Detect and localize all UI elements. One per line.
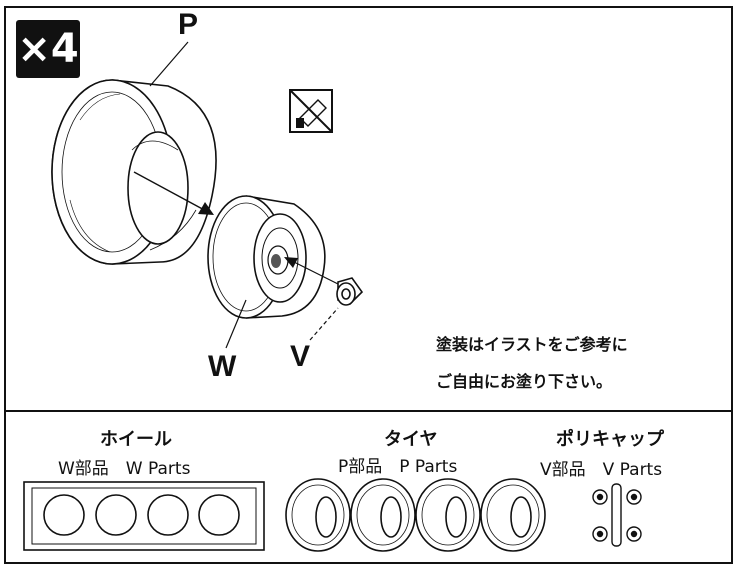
wheel-part [198, 494, 240, 536]
quantity-badge: ×4 [16, 20, 80, 78]
arrow-tire-to-wheel [133, 171, 209, 213]
wheel-drawing [207, 195, 326, 319]
polycap-parts-title: ポリキャップ [556, 429, 664, 450]
tire-parts-group [285, 478, 546, 552]
section-divider [4, 410, 733, 412]
wheel-parts-runner [23, 481, 265, 551]
wheel-parts-title: ホイール [100, 429, 172, 450]
outer-frame [4, 6, 733, 564]
wheel-parts-subtitle: W部品 W Parts [58, 459, 191, 479]
tire-drawing [51, 79, 217, 265]
tire-part [480, 478, 546, 552]
polycap-drawing [336, 277, 364, 306]
part-label-w: W [208, 350, 237, 383]
paint-note-line2: ご自由にお塗り下さい。 [436, 372, 613, 391]
wheel-part [147, 494, 189, 536]
wheel-part [95, 494, 137, 536]
polycap-parts-subtitle: V部品 V Parts [540, 460, 663, 480]
leader-line-w [225, 299, 247, 349]
tire-part [350, 478, 416, 552]
polycap-parts-runner [592, 483, 642, 547]
leader-line-v [309, 307, 339, 341]
tire-part [285, 478, 351, 552]
tire-parts-title: タイヤ [384, 429, 438, 450]
arrow-cap-to-wheel [289, 259, 341, 286]
tire-parts-subtitle: P部品 P Parts [338, 457, 458, 477]
leader-line-p [149, 41, 189, 87]
tire-part [415, 478, 481, 552]
paint-note-line1: 塗装はイラストをご参考に [436, 335, 628, 354]
part-label-p: P [178, 8, 199, 41]
part-label-v: V [290, 340, 311, 373]
wheel-part [43, 494, 85, 536]
no-paint-tube-icon [289, 89, 333, 133]
